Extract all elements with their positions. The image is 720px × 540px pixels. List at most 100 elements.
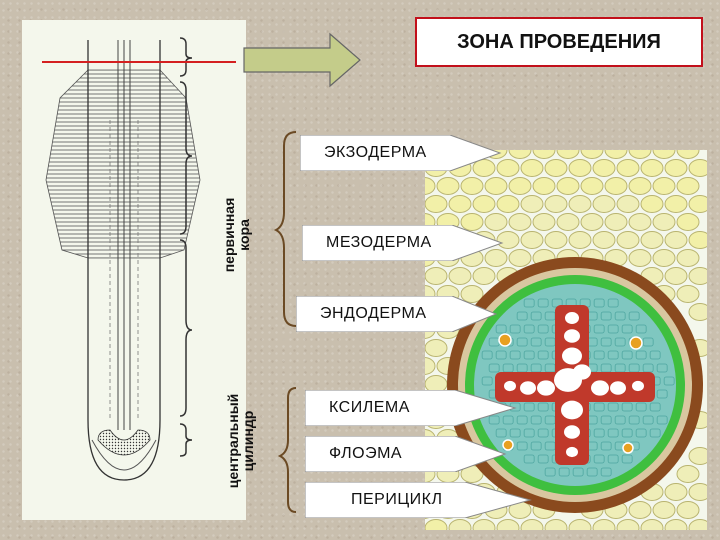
stele-cell [635,428,647,438]
stele-cell [593,324,605,334]
stele-cell [516,337,528,347]
stele-cell [509,428,521,438]
stele-cell [537,402,549,412]
stele-cell [516,311,528,321]
stele-cell [600,441,612,451]
xylem-vessel [504,380,516,392]
stele-cell [656,415,668,425]
cortex-cell [508,150,532,159]
cortex-cell [556,150,580,159]
cortex-cell [520,519,544,530]
stele-cell [530,311,542,321]
stele-cell [607,324,619,334]
xylem-vessel [573,364,591,380]
phloem-groups [498,333,643,454]
stele-cell [600,415,612,425]
stele-cell [642,337,654,347]
cortex-cell [580,150,604,159]
cortex-cell [628,249,652,267]
stele-cell [607,402,619,412]
stele-cell [523,350,535,360]
cortex-cell [436,177,460,195]
cortex-cell [592,195,616,213]
cortex-cell [496,231,520,249]
cortex-cell [652,177,676,195]
cortex-cell [580,177,604,195]
callout-exodermis: ЭКЗОДЕРМА [300,135,510,171]
stele-cell [544,467,556,477]
stele-cell [621,350,633,360]
cortex-cell [688,519,707,530]
stele-cell [509,350,521,360]
cortex-cell [472,519,496,530]
cortex-cell [520,231,544,249]
stele-cell [628,311,640,321]
cortex-cell [688,195,707,213]
stele-cell [537,324,549,334]
cross-section [425,150,707,530]
cortex-cell [425,195,448,213]
cortex-cell [592,159,616,177]
stele-cell [495,428,507,438]
xylem-vessel [562,347,582,365]
stele-cell [621,324,633,334]
cortex-cell [688,267,707,285]
cortex-cell [568,195,592,213]
cortex-cell [664,231,688,249]
stele-cell [607,298,619,308]
stele-cell [495,324,507,334]
cortex-cell [652,249,676,267]
cortex-cell [592,231,616,249]
cortex-cell [664,483,688,501]
stele-cell [509,324,521,334]
stele-cell [607,454,619,464]
stele-cell [621,402,633,412]
cortex-cell [604,150,628,159]
cortex-cell [688,231,707,249]
cortex-cell [425,357,436,375]
stele-cell [516,441,528,451]
cortex-cell [544,519,568,530]
cortex-cell [568,159,592,177]
cortex-cell [460,213,484,231]
root-hair-zone [45,69,201,259]
cortex-cell [676,249,700,267]
cortex-cell [604,213,628,231]
stele-cell [481,376,493,386]
cortex-cell [472,195,496,213]
cortex-cell [568,519,592,530]
cortex-cell [520,195,544,213]
stele-cell [530,441,542,451]
cortex-cell [568,231,592,249]
stele-cell [635,402,647,412]
stele-cell [635,324,647,334]
cortex-cell [676,501,700,519]
stele-cell [516,415,528,425]
cortex-cell [508,213,532,231]
brace-absorption [179,81,193,235]
cortex-cell [640,195,664,213]
callout-mesodermis: МЕЗОДЕРМА [302,225,512,261]
stele-cell [656,363,668,373]
stele-cell [649,402,661,412]
cortex-cell [544,159,568,177]
cortex-cell [640,519,664,530]
stele-cell [586,467,598,477]
cortex-cell [532,150,556,159]
cortex-cell [676,150,700,159]
cortex-cell [676,177,700,195]
cortex-cell [544,195,568,213]
xylem-cross [495,305,655,465]
title-box: ЗОНА ПРОВЕДЕНИЯ [415,17,703,67]
cortex-cell [484,249,508,267]
stele-cell [488,363,500,373]
stele-cell [593,454,605,464]
stele-cell [537,298,549,308]
stele-cell [523,298,535,308]
stele-cell [530,337,542,347]
stele-cell [572,467,584,477]
cortex-cell [448,519,472,530]
cortex-cell [484,177,508,195]
xylem-vessel [564,329,580,343]
